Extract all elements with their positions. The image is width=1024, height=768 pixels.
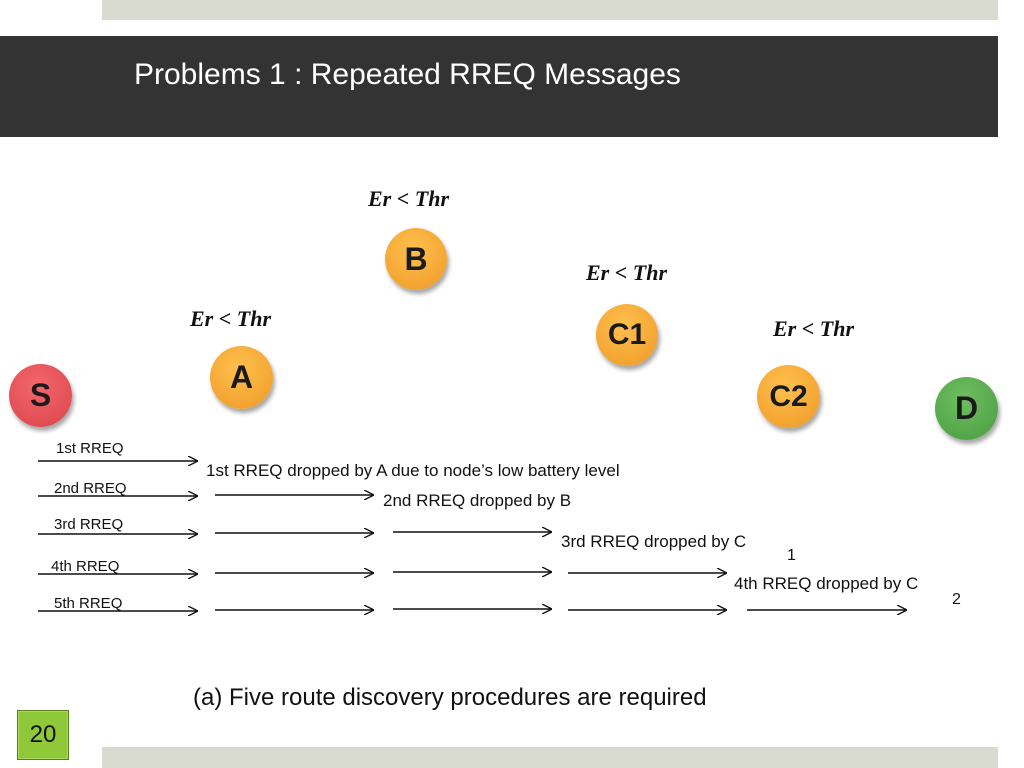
drop-note-a: 1st RREQ dropped by A due to node’s low … xyxy=(206,461,620,480)
node-a: A xyxy=(210,346,273,409)
slide-number: 20 xyxy=(17,710,69,760)
threshold-label-b: Er < Thr xyxy=(368,186,450,211)
top-accent-band xyxy=(102,0,998,20)
rreq-label-1: 1st RREQ xyxy=(56,440,124,457)
drop-note-c2-subscript: 2 xyxy=(952,591,961,608)
threshold-label-c2: Er < Thr xyxy=(773,316,855,341)
node-c2: C2 xyxy=(757,365,820,428)
node-c1: C1 xyxy=(596,304,658,366)
threshold-label-c1: Er < Thr xyxy=(586,260,668,285)
drop-note-c1-subscript: 1 xyxy=(787,547,796,564)
rreq-label-2: 2nd RREQ xyxy=(54,480,127,497)
figure-caption: (a) Five route discovery procedures are … xyxy=(193,684,707,711)
rreq-label-4: 4th RREQ xyxy=(51,558,120,575)
drop-note-c1: 3rd RREQ dropped by C xyxy=(561,532,747,551)
drop-note-c2: 4th RREQ dropped by C xyxy=(734,574,919,593)
rreq-label-3: 3rd RREQ xyxy=(54,516,124,533)
node-b: B xyxy=(385,228,447,290)
node-d: D xyxy=(935,377,998,440)
bottom-accent-band xyxy=(102,747,998,768)
drop-note-b: 2nd RREQ dropped by B xyxy=(383,491,572,510)
rreq-label-5: 5th RREQ xyxy=(54,595,123,612)
threshold-label-a: Er < Thr xyxy=(190,306,272,331)
node-s: S xyxy=(9,364,72,427)
slide-title: Problems 1 : Repeated RREQ Messages xyxy=(134,58,681,91)
title-bar xyxy=(0,36,998,137)
